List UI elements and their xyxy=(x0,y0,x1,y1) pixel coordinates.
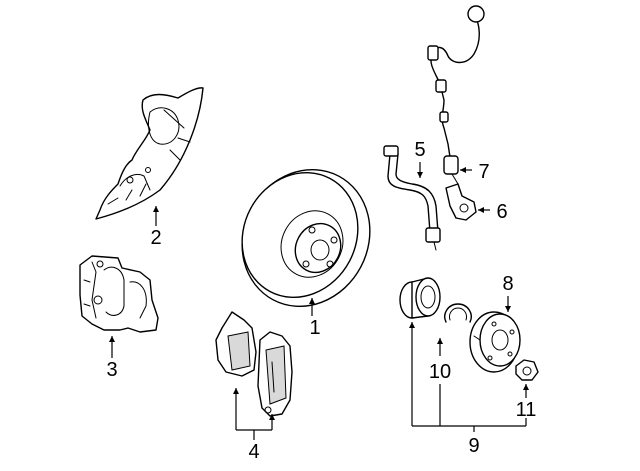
callout-11: 11 xyxy=(516,399,537,421)
brake-caliper xyxy=(79,255,159,333)
callout-4: 4 xyxy=(248,441,259,463)
abs-sensor-harness xyxy=(427,5,485,175)
callout-7: 7 xyxy=(478,161,489,183)
hub-nut xyxy=(515,359,539,381)
brake-hose xyxy=(383,145,441,251)
brake-pads xyxy=(215,311,293,417)
callout-labels: 1 2 3 4 5 6 7 8 9 10 11 xyxy=(106,139,536,463)
callout-6: 6 xyxy=(496,201,507,223)
splash-shield xyxy=(95,87,204,220)
abs-wheel-speed-sensor xyxy=(445,173,477,221)
leader-lines xyxy=(109,162,529,440)
snap-ring xyxy=(444,303,472,323)
callout-2: 2 xyxy=(150,227,161,249)
wheel-hub xyxy=(469,311,521,373)
callout-10: 10 xyxy=(429,361,451,383)
callout-1: 1 xyxy=(309,317,320,339)
brake-rotor xyxy=(241,168,371,308)
callout-9: 9 xyxy=(468,435,479,457)
callout-8: 8 xyxy=(502,273,513,295)
wheel-bearing xyxy=(399,277,441,319)
callout-3: 3 xyxy=(106,359,117,381)
callout-5: 5 xyxy=(414,139,425,161)
